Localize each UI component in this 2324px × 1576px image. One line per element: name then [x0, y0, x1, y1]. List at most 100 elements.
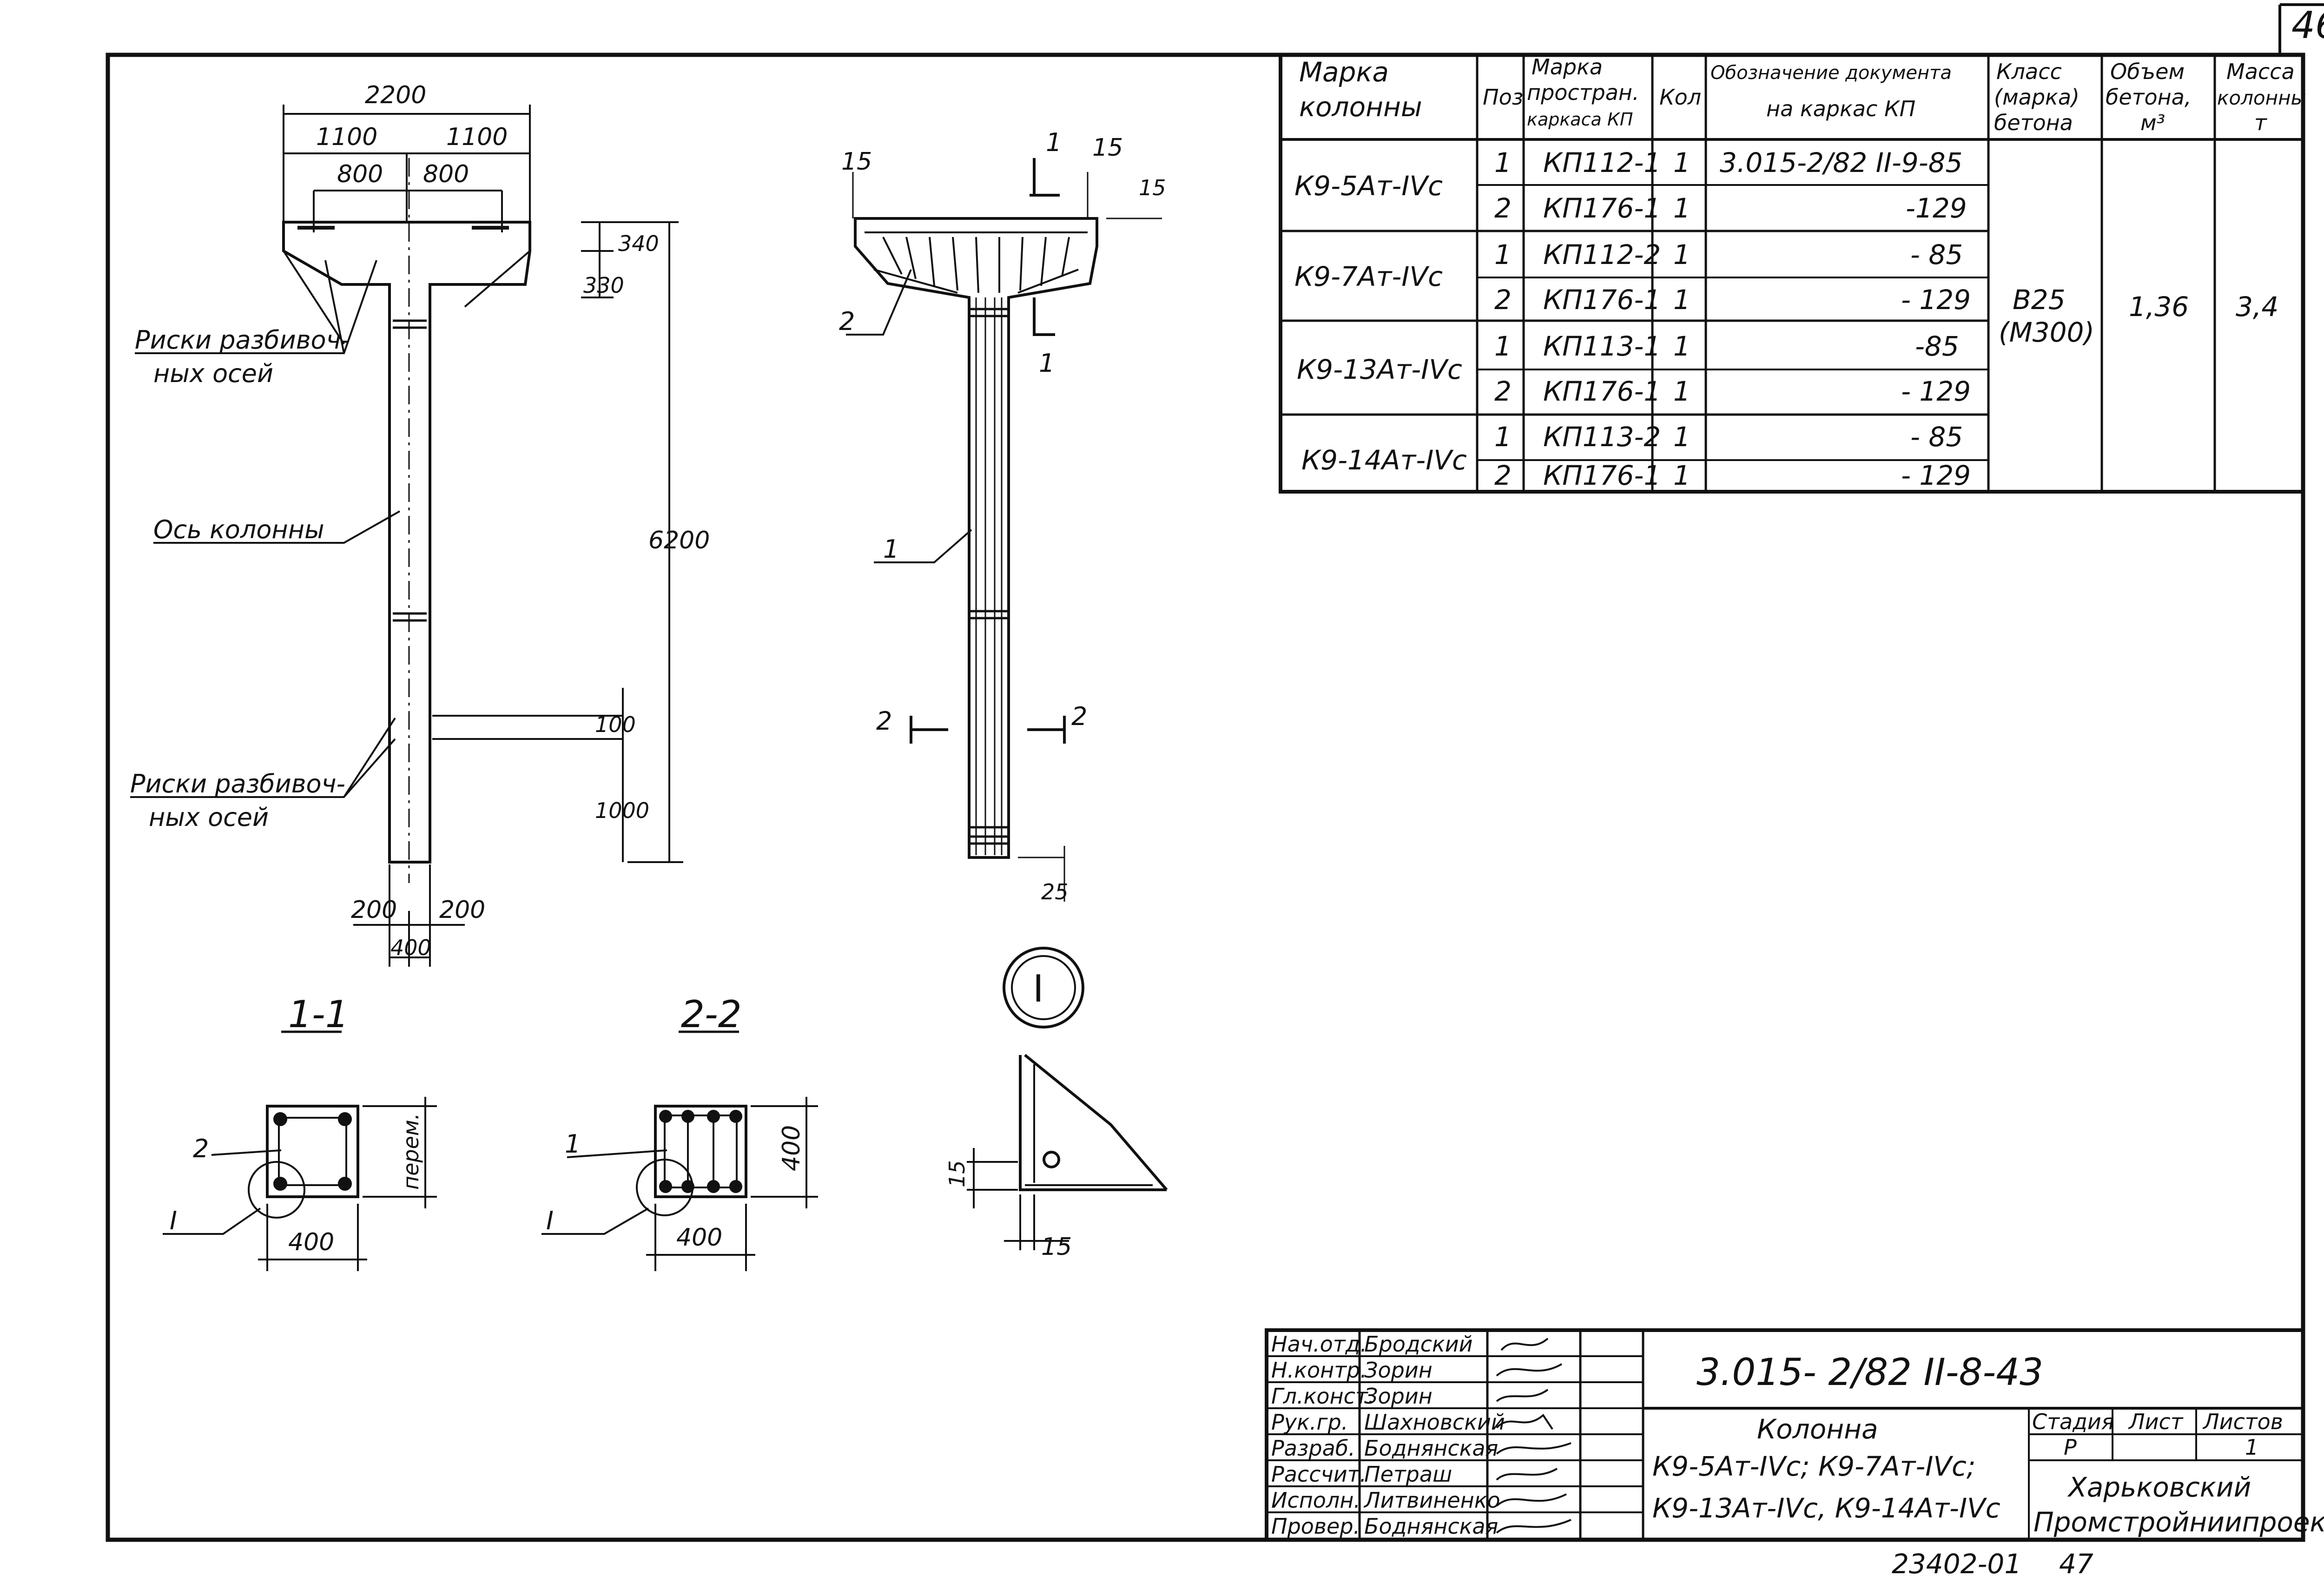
- section-2-2-side: 400: [778, 1125, 805, 1171]
- spec-row-cage: КП176-1: [1543, 376, 1661, 407]
- hdr-mark-2: колонны: [1299, 91, 1422, 123]
- concrete-class-1: В25: [2013, 284, 2066, 316]
- section-1-1: [163, 1030, 437, 1271]
- signer-name: Зорин: [1364, 1358, 1433, 1383]
- spec-row-cage: КП176-1: [1543, 460, 1661, 491]
- spec-row-pos: 1: [1494, 421, 1512, 453]
- hdr-doc-2: на каркас КП: [1766, 96, 1915, 121]
- hdr-mark-1: Марка: [1299, 56, 1389, 88]
- title-line-1: Колонна: [1757, 1413, 1878, 1445]
- dim-200-right: 200: [439, 896, 485, 924]
- spec-row-doc: - 129: [1901, 284, 1971, 316]
- spec-row-pos: 2: [1494, 460, 1512, 491]
- spec-row-column: К9-14Ат-IVс: [1301, 444, 1467, 476]
- dim-400: 400: [390, 935, 431, 960]
- hdr-vol-1: Объем: [2110, 59, 2185, 84]
- signer-role: Исполн.: [1271, 1488, 1360, 1513]
- cut-1-top: 1: [1046, 128, 1062, 157]
- hdr-class-2: (марка): [1994, 85, 2080, 110]
- hdr-cage-3: каркаса КП: [1527, 109, 1633, 130]
- hdr-cage-1: Марка: [1532, 54, 1603, 79]
- spec-row-pos: 2: [1494, 376, 1512, 407]
- node-i-labels: I 15 15: [944, 967, 1072, 1261]
- signer-role: Провер.: [1271, 1514, 1360, 1539]
- section-2-2-labels: 2-2 1 I 400 400: [546, 993, 805, 1252]
- spec-row-qty: 1: [1673, 330, 1690, 362]
- signer-name: Бродский: [1364, 1332, 1473, 1357]
- cut-1-bottom: 1: [1039, 349, 1055, 378]
- title-line-3: К9-13Ат-IVс, К9-14Ат-IVс: [1652, 1492, 2000, 1524]
- cage-labels: 15 15 15 25 2 1 1 1 2 2: [839, 128, 1166, 904]
- signer-role: Н.контр.: [1271, 1358, 1367, 1383]
- dim-100: 100: [595, 712, 636, 737]
- org-line-1: Харьковский: [2067, 1471, 2251, 1503]
- section-1-1-node: I: [170, 1206, 177, 1235]
- spec-row-doc: - 129: [1901, 376, 1971, 407]
- spec-table-headers: Марка колонны Поз Марка простран. каркас…: [1299, 54, 2306, 135]
- spec-row-doc: -85: [1915, 330, 1959, 362]
- drawing-frame: [106, 3, 2324, 1542]
- spec-row-cage: КП176-1: [1543, 192, 1661, 224]
- dim-2200: 2200: [365, 81, 426, 109]
- inventory-stamp: 23402-01 47: [1892, 1548, 2093, 1576]
- title-block-text: 3.015- 2/82 II-8-43 Колонна К9-5Ат-IVс; …: [1652, 1351, 2324, 1538]
- section-2-2-node: I: [546, 1206, 554, 1235]
- section-1-1-width: 400: [288, 1228, 334, 1256]
- section-1-1-pos2: 2: [193, 1134, 209, 1163]
- spec-row-cage: КП112-2: [1543, 239, 1661, 270]
- spec-row-pos: 1: [1494, 239, 1512, 270]
- title-line-2: К9-5Ат-IVс; К9-7Ат-IVс;: [1652, 1451, 1975, 1482]
- label-marks-bottom-2: ных осей: [149, 803, 269, 832]
- cage-dim-15-left: 15: [841, 148, 872, 176]
- sheets-value: 1: [2245, 1435, 2258, 1460]
- spec-row-qty: 1: [1673, 284, 1690, 316]
- column-mass: 3,4: [2236, 291, 2278, 323]
- section-1-1-side: перем.: [398, 1113, 423, 1190]
- hdr-mass-3: т: [2254, 110, 2267, 135]
- hdr-qty: Кол: [1659, 85, 1701, 110]
- section-1-1-labels: 1-1 2 I 400 перем.: [170, 993, 423, 1256]
- signer-role: Рассчит.: [1271, 1462, 1367, 1487]
- spec-row-qty: 1: [1673, 421, 1690, 453]
- dim-200-left: 200: [351, 896, 397, 924]
- spec-row-qty: 1: [1673, 239, 1690, 270]
- spec-table-grid: [1279, 53, 2305, 494]
- doc-code: 3.015- 2/82 II-8-43: [1697, 1351, 2043, 1394]
- signer-name: Боднянская: [1364, 1436, 1498, 1461]
- sheet-label: Лист: [2128, 1409, 2184, 1434]
- label-marks-top-2: ных осей: [153, 359, 273, 388]
- section-2-2: [541, 1030, 818, 1271]
- hdr-mass-2: колонны: [2217, 86, 2306, 109]
- cage-view: [846, 158, 1162, 902]
- cage-pos-1: 1: [883, 534, 899, 564]
- spec-row-pos: 2: [1494, 284, 1512, 316]
- signer-role: Нач.отд.: [1271, 1332, 1367, 1357]
- cut-2-right: 2: [1071, 702, 1087, 731]
- spec-row-column: К9-13Ат-IVс: [1297, 354, 1462, 385]
- spec-row-pos: 2: [1494, 192, 1512, 224]
- inventory-number: 23402-01: [1892, 1548, 2021, 1576]
- spec-row-column: К9-7Ат-IVс: [1294, 261, 1443, 292]
- spec-row-doc: - 85: [1910, 421, 1963, 453]
- section-2-2-width: 400: [676, 1224, 722, 1252]
- dim-800-right: 800: [423, 160, 469, 188]
- dim-1100-left: 1100: [316, 123, 377, 151]
- spec-row-pos: 1: [1494, 330, 1512, 362]
- hdr-class-1: Класс: [1996, 59, 2062, 84]
- dim-6200: 6200: [648, 527, 710, 554]
- dim-330: 330: [583, 273, 624, 298]
- signer-name: Зорин: [1364, 1384, 1433, 1409]
- dim-800-left: 800: [337, 160, 383, 188]
- spec-row-doc: -129: [1906, 192, 1967, 224]
- spec-row-doc: - 85: [1910, 239, 1963, 270]
- node-i: [967, 947, 1168, 1250]
- signer-name: Литвиненко: [1363, 1488, 1500, 1513]
- spec-row-cage: КП176-1: [1543, 284, 1661, 316]
- column-elevation: [130, 105, 683, 967]
- spec-table-rows: К9-5Ат-IVс 1 КП112-1 1 3.015-2/82 II-9-8…: [1294, 147, 2278, 491]
- label-marks-bottom-1: Риски разбивоч-: [130, 769, 345, 798]
- cage-dim-25: 25: [1041, 879, 1069, 904]
- signer-role: Разраб.: [1271, 1436, 1355, 1461]
- section-1-1-title: 1-1: [288, 993, 349, 1036]
